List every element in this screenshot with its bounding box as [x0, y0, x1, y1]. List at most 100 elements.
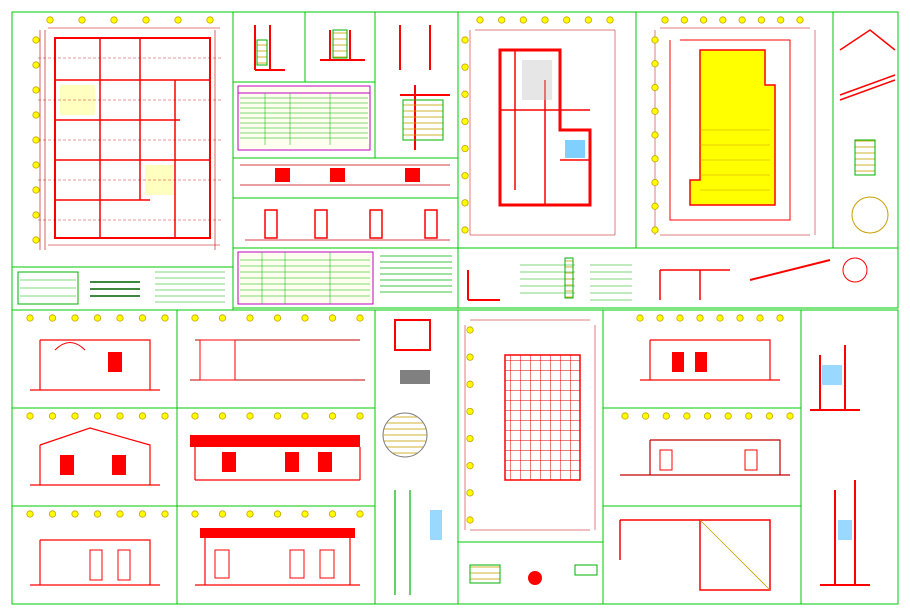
grid-bubble — [683, 412, 691, 420]
grid-bubble — [218, 314, 227, 322]
grid-bubble — [651, 131, 659, 139]
wall-sections — [810, 345, 870, 586]
grid-bubble — [71, 510, 79, 518]
elevations-left — [30, 339, 365, 586]
grid-bubble — [696, 314, 704, 322]
grid-bubble — [138, 314, 147, 322]
grid-bubble — [48, 314, 57, 322]
floor-plan-1 — [38, 27, 222, 250]
grid-bubble — [301, 314, 309, 322]
grid-bubble — [651, 83, 659, 92]
grid-bubble — [273, 510, 282, 518]
grid-bubble — [738, 16, 746, 24]
grid-bubble — [461, 63, 469, 71]
grid-bubble — [466, 353, 474, 361]
grid-bubble — [466, 516, 474, 524]
grid-bubble — [651, 178, 659, 187]
grid-bubble — [541, 16, 549, 24]
grid-bubble — [48, 412, 57, 420]
grid-bubble — [765, 412, 773, 420]
notes-row — [467, 257, 868, 301]
grid-bubble — [71, 412, 79, 420]
grid-bubble — [32, 136, 40, 144]
paving-plan — [464, 319, 596, 531]
grid-bubble — [461, 226, 469, 234]
grid-bubble — [93, 510, 102, 518]
grid-bubble — [606, 16, 614, 24]
grid-bubble — [461, 90, 469, 98]
grid-bubble — [218, 510, 227, 518]
grid-bubble — [461, 144, 469, 153]
grid-bubble — [78, 16, 86, 24]
grid-bubble — [116, 510, 124, 518]
floor-plan-2 — [469, 29, 616, 236]
grid-bubble — [498, 16, 506, 24]
grid-bubble — [724, 412, 732, 420]
grid-bubble — [161, 314, 169, 322]
grid-bubble — [273, 412, 282, 420]
grid-bubble — [32, 36, 40, 44]
grid-bubble — [745, 412, 753, 420]
grid-bubbles — [26, 16, 804, 524]
grid-bubble — [218, 412, 227, 420]
grid-bubble — [466, 462, 474, 470]
grid-bubble — [756, 314, 764, 322]
grid-bubble — [142, 16, 150, 24]
grid-bubble — [328, 412, 337, 420]
grid-bubble — [661, 16, 669, 24]
grid-bubble — [246, 412, 254, 420]
grid-bubble — [301, 412, 309, 420]
grid-bubble — [32, 86, 40, 94]
grid-bubble — [621, 412, 629, 420]
grid-bubble — [246, 510, 254, 518]
grid-bubble — [174, 16, 182, 24]
grid-bubble — [356, 510, 364, 518]
grid-bubble — [777, 16, 785, 24]
grid-bubble — [32, 161, 40, 169]
grid-bubble — [46, 16, 54, 24]
grid-bubble — [651, 155, 659, 163]
grid-bubble — [32, 111, 40, 119]
grid-bubble — [716, 314, 724, 322]
grid-bubble — [703, 412, 712, 420]
grid-bubble — [273, 314, 282, 322]
grid-bubble — [466, 407, 474, 416]
grid-bubble — [563, 16, 571, 24]
grid-bubble — [161, 510, 169, 518]
elevation-strips — [240, 164, 450, 241]
grid-bubble — [32, 186, 40, 194]
grid-bubble — [642, 412, 650, 420]
grid-bubble — [736, 314, 744, 322]
elevations-right — [620, 339, 790, 476]
grid-bubble — [32, 211, 40, 219]
legend-box — [17, 271, 225, 305]
grid-bubble — [651, 36, 659, 44]
grid-bubble — [110, 16, 118, 24]
grid-bubble — [461, 172, 469, 180]
grid-bubble — [161, 412, 169, 420]
grid-bubble — [636, 314, 644, 322]
grid-bubble — [191, 510, 199, 518]
grid-bubble — [699, 16, 708, 24]
roof-details — [839, 29, 896, 234]
grid-bubble — [786, 412, 794, 420]
grid-bubble — [206, 16, 214, 24]
grid-bubble — [461, 199, 469, 207]
grid-bubble — [662, 412, 670, 420]
grid-bubble — [651, 60, 659, 68]
grid-bubble — [71, 314, 79, 322]
grid-bubble — [676, 314, 684, 322]
grid-bubble — [93, 412, 102, 420]
grid-bubble — [32, 61, 40, 69]
grid-bubble — [328, 510, 337, 518]
grid-bubble — [757, 16, 766, 24]
grid-bubble — [466, 380, 474, 388]
grid-bubble — [26, 314, 34, 322]
panel-frames — [11, 11, 899, 605]
grid-bubble — [651, 107, 659, 115]
grid-bubble — [191, 314, 199, 322]
grid-bubble — [116, 412, 124, 420]
grid-bubble — [466, 326, 474, 334]
grid-bubble — [461, 36, 469, 44]
grid-bubble — [519, 16, 527, 24]
